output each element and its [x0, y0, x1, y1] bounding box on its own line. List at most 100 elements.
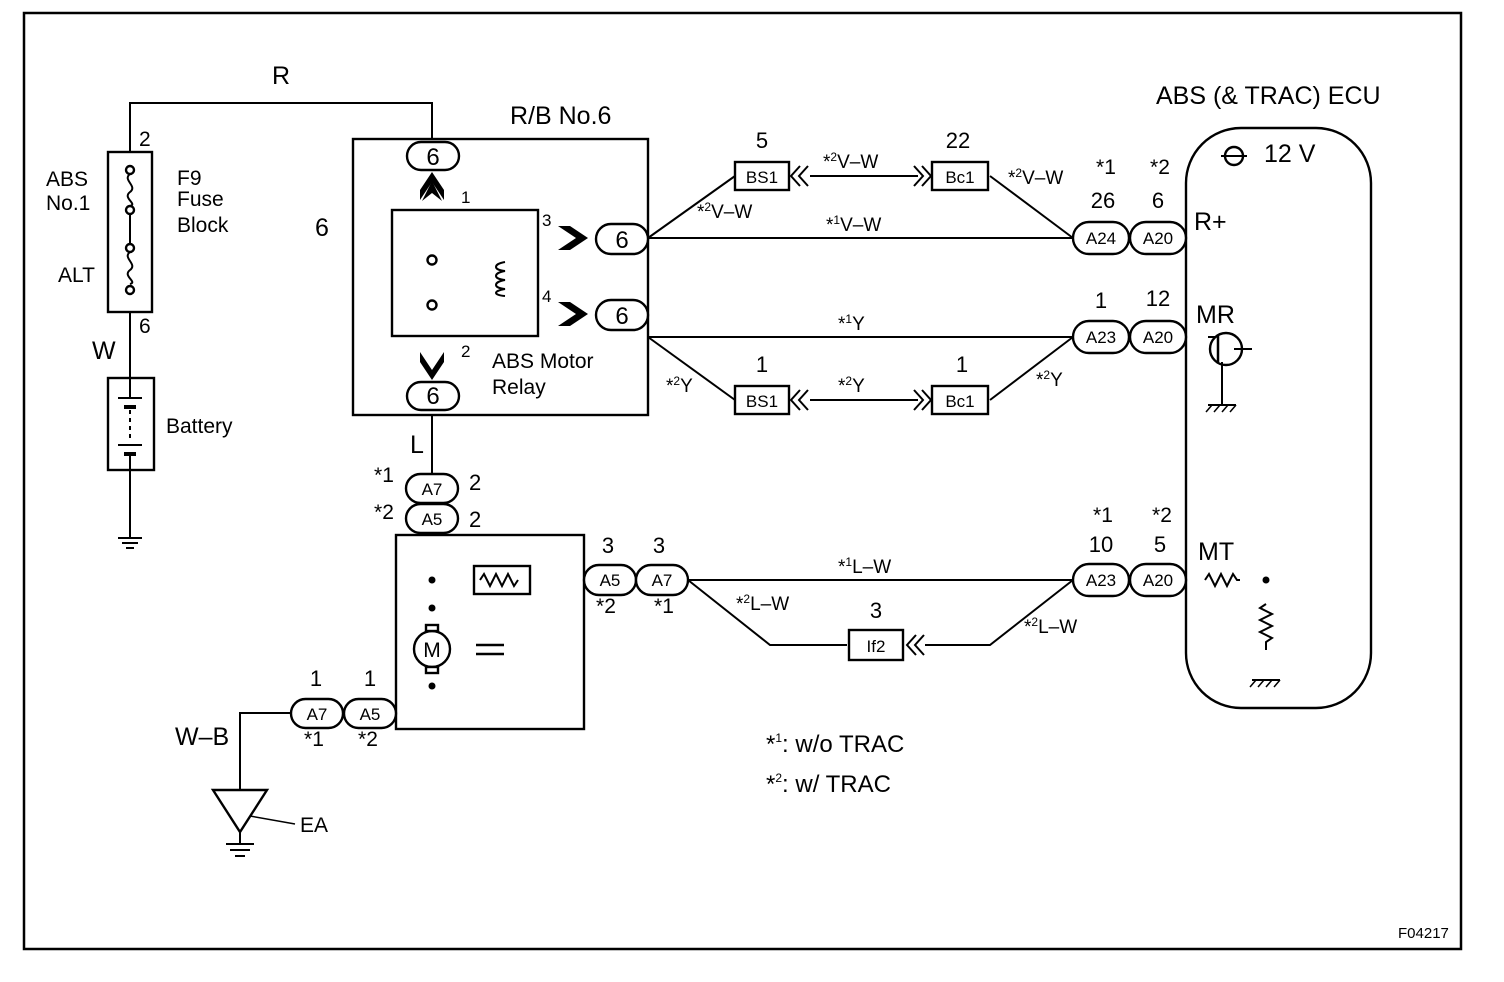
battery-ground-icon: [118, 537, 142, 549]
relay-connector-3: 6: [615, 227, 628, 254]
fuse-alt-label: ALT: [58, 264, 95, 287]
motor-label: M: [423, 639, 441, 662]
pin-if2-3: 3: [870, 598, 882, 623]
relay-pin-2: 2: [461, 342, 470, 361]
fuse-block: [106, 150, 154, 314]
pin-a20-12: 12: [1146, 286, 1170, 311]
ecu-voltage: 12 V: [1264, 140, 1316, 168]
outer-frame: [22, 11, 1463, 951]
a5-connector-mid: A5: [600, 571, 621, 590]
relay-block: [351, 137, 650, 417]
pin-bs1-5: 5: [756, 128, 768, 153]
fuse-block-title-2: Fuse: [177, 188, 224, 211]
ecu-r-plus: R+: [1194, 208, 1227, 236]
a20-connector-2: A20: [1143, 328, 1173, 347]
pin-a7-1: 1: [310, 666, 322, 691]
wire-lw-right: *2L–W: [1024, 615, 1077, 638]
wire-y-right: *2Y: [1036, 368, 1063, 391]
mark-a5-gnd: *2: [358, 728, 378, 751]
mark-a5-mid: *2: [596, 595, 616, 618]
mark-a20-top: *2: [1150, 156, 1170, 179]
a20-connector-3: A20: [1143, 571, 1173, 590]
pin-bc1-22: 22: [946, 128, 970, 153]
ecu-ground-icon-2: [1249, 679, 1281, 688]
bs1-upper: BS1: [746, 168, 778, 187]
relay-label-2: Relay: [492, 376, 546, 399]
pin-a5-1: 1: [364, 666, 376, 691]
pin-a5-3: 3: [602, 533, 614, 558]
wire-r-label: R: [272, 62, 290, 90]
pin-bc1-1: 1: [956, 352, 968, 377]
relay-connector-bottom: 6: [426, 383, 439, 410]
battery-label: Battery: [166, 415, 233, 438]
mark-a5-top: *2: [374, 501, 394, 524]
if2-connector: If2: [867, 637, 886, 656]
ecu-mt: MT: [1198, 538, 1234, 566]
pin-a24-26: 26: [1091, 188, 1115, 213]
relay-label-1: ABS Motor: [492, 350, 594, 373]
wire-lw-left: *2L–W: [736, 592, 789, 615]
pill-connectors: [289, 220, 1188, 730]
mark-a7-gnd: *1: [304, 728, 324, 751]
a5-connector-gnd: A5: [360, 705, 381, 724]
a20-connector-1: A20: [1143, 229, 1173, 248]
wire-w-label: W: [92, 337, 116, 365]
fuse-block-title-1: F9: [177, 167, 202, 190]
ea-ground-icon: [210, 788, 296, 857]
fuse-pin-bottom: 6: [139, 315, 151, 338]
figure-id: F04217: [1398, 925, 1449, 942]
wire-lw-main: *1L–W: [838, 555, 891, 578]
bc1-upper: Bc1: [945, 168, 974, 187]
relay-connector-4: 6: [615, 303, 628, 330]
bc1-lower: Bc1: [945, 392, 974, 411]
wire-vw-upper-right: *2V–W: [1008, 166, 1063, 189]
wire-y-main: *1Y: [838, 312, 865, 335]
abs-ecu: [1184, 126, 1373, 710]
battery-symbol: [106, 376, 156, 472]
wire-vw-main: *1V–W: [826, 213, 881, 236]
a23-connector-2: A23: [1086, 571, 1116, 590]
wire-y-mid: *2Y: [838, 374, 865, 397]
mark-a7-mid: *1: [654, 595, 674, 618]
a23-connector-1: A23: [1086, 328, 1116, 347]
ground-ea-label: EA: [300, 814, 328, 837]
abs-motor-box: [394, 533, 586, 731]
legend-note-1: *1: w/o TRAC: [766, 731, 904, 758]
a7-connector-top: A7: [422, 480, 443, 499]
ecu-title: ABS (& TRAC) ECU: [1156, 82, 1381, 110]
relay-pin-1: 1: [461, 188, 470, 207]
a7-connector-gnd: A7: [307, 705, 328, 724]
pin-a20-6: 6: [1152, 188, 1164, 213]
wire-vw-upper-mid: *2V–W: [823, 150, 878, 173]
mark-a20-lower: *2: [1152, 504, 1172, 527]
relay-connector-top: 6: [426, 144, 439, 171]
wire-l-label: L: [410, 431, 424, 459]
wire-y-left: *2Y: [666, 374, 693, 397]
relay-block-side-number: 6: [315, 214, 329, 242]
wire-wb-label: W–B: [175, 723, 229, 751]
mark-a7-top: *1: [374, 464, 394, 487]
relay-pin-3: 3: [542, 211, 551, 230]
fuse-block-title-3: Block: [177, 214, 229, 237]
mark-a23-lower: *1: [1093, 504, 1113, 527]
ecu-mr: MR: [1196, 301, 1235, 329]
bs1-lower: BS1: [746, 392, 778, 411]
pin-a20-5: 5: [1154, 532, 1166, 557]
pin-a5-2: 2: [469, 507, 481, 532]
mark-a24: *1: [1096, 156, 1116, 179]
wire-vw-upper-left: *2V–W: [697, 200, 752, 223]
a5-connector-top: A5: [422, 510, 443, 529]
a7-connector-mid: A7: [652, 571, 673, 590]
pin-bs1-1: 1: [756, 352, 768, 377]
relay-pin-4: 4: [542, 287, 551, 306]
relay-block-title: R/B No.6: [510, 102, 611, 130]
pin-a7-2: 2: [469, 470, 481, 495]
pin-a23-10: 10: [1089, 532, 1113, 557]
pin-a7-3: 3: [653, 533, 665, 558]
pin-a23-1: 1: [1095, 288, 1107, 313]
ecu-ground-icon-1: [1205, 404, 1237, 413]
fuse-abs-label-2: No.1: [46, 192, 90, 215]
fuse-abs-label-1: ABS: [46, 168, 88, 191]
legend-note-2: *2: w/ TRAC: [766, 771, 891, 798]
